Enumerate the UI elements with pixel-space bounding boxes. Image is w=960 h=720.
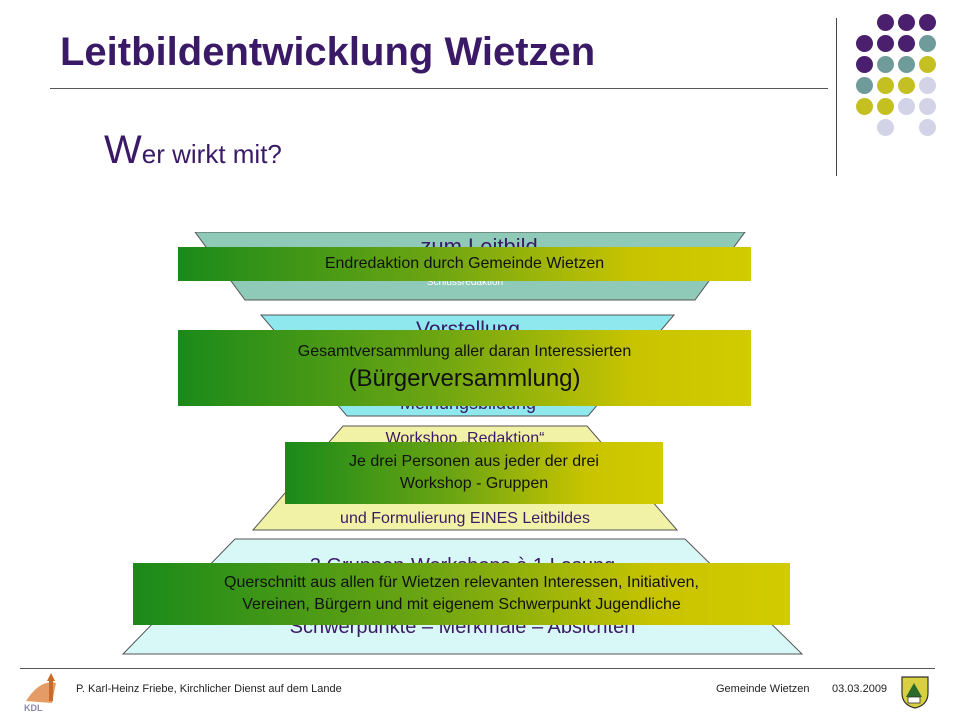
- level-1-caption: Schlussredaktion: [426, 277, 504, 288]
- level-3-banner-line-1: Je drei Personen aus jeder der drei: [349, 453, 599, 470]
- decorative-dot: [919, 119, 936, 136]
- level-2-banner-line-1: Gesamtversammlung aller daran Interessie…: [297, 343, 632, 360]
- decorative-dot: [856, 35, 873, 52]
- decorative-dot: [919, 14, 936, 31]
- footer-author: P. Karl-Heinz Friebe, Kirchlicher Dienst…: [76, 683, 342, 695]
- footer-divider: [20, 668, 935, 669]
- svg-text:KDL: KDL: [24, 703, 43, 713]
- coat-of-arms-icon: [901, 676, 929, 709]
- decorative-dot: [877, 119, 894, 136]
- decorative-dot: [898, 35, 915, 52]
- decorative-dot: [919, 56, 936, 73]
- decorative-dot: [856, 56, 873, 73]
- decorative-dot: [877, 56, 894, 73]
- decorative-dot: [877, 14, 894, 31]
- level-3-banner-line-2: Workshop - Gruppen: [399, 475, 549, 492]
- decorative-dot: [898, 98, 915, 115]
- decorative-dot: [919, 35, 936, 52]
- decorative-dot: [898, 56, 915, 73]
- slide-title: Leitbildentwicklung Wietzen: [60, 30, 596, 74]
- level-3-banner: Je drei Personen aus jeder der drei Work…: [285, 442, 663, 504]
- decorative-dot: [919, 98, 936, 115]
- level-4-banner-line-2: Vereinen, Bürgern und mit eigenem Schwer…: [242, 596, 681, 613]
- decorative-dot: [919, 77, 936, 94]
- decorative-dot: [877, 35, 894, 52]
- level-2-banner: Gesamtversammlung aller daran Interessie…: [178, 330, 751, 406]
- level-1-banner: Endredaktion durch Gemeinde Wietzen: [178, 247, 751, 281]
- subtitle-initial: W: [104, 128, 142, 172]
- level-2-banner-line-2: (Bürgerversammlung): [348, 365, 581, 392]
- decorative-dot: [898, 77, 915, 94]
- level-3-caption: und Formulierung EINES Leitbildes: [340, 510, 590, 527]
- vertical-divider: [836, 18, 837, 176]
- decorative-dot: [877, 98, 894, 115]
- title-divider: [50, 88, 828, 89]
- decorative-dot: [856, 77, 873, 94]
- footer-organization: Gemeinde Wietzen: [716, 683, 810, 695]
- kdl-logo: KDL: [24, 673, 56, 713]
- decorative-dot: [877, 77, 894, 94]
- level-4-banner: Querschnitt aus allen für Wietzen releva…: [133, 563, 790, 625]
- decorative-dot: [856, 98, 873, 115]
- slide-subtitle: Wer wirkt mit?: [104, 128, 282, 173]
- decorative-dot: [898, 14, 915, 31]
- subtitle-text: er wirkt mit?: [141, 139, 282, 169]
- footer-date: 03.03.2009: [832, 683, 888, 695]
- level-1-banner-text: Endredaktion durch Gemeinde Wietzen: [324, 255, 605, 272]
- level-4-banner-line-1: Querschnitt aus allen für Wietzen releva…: [224, 574, 699, 591]
